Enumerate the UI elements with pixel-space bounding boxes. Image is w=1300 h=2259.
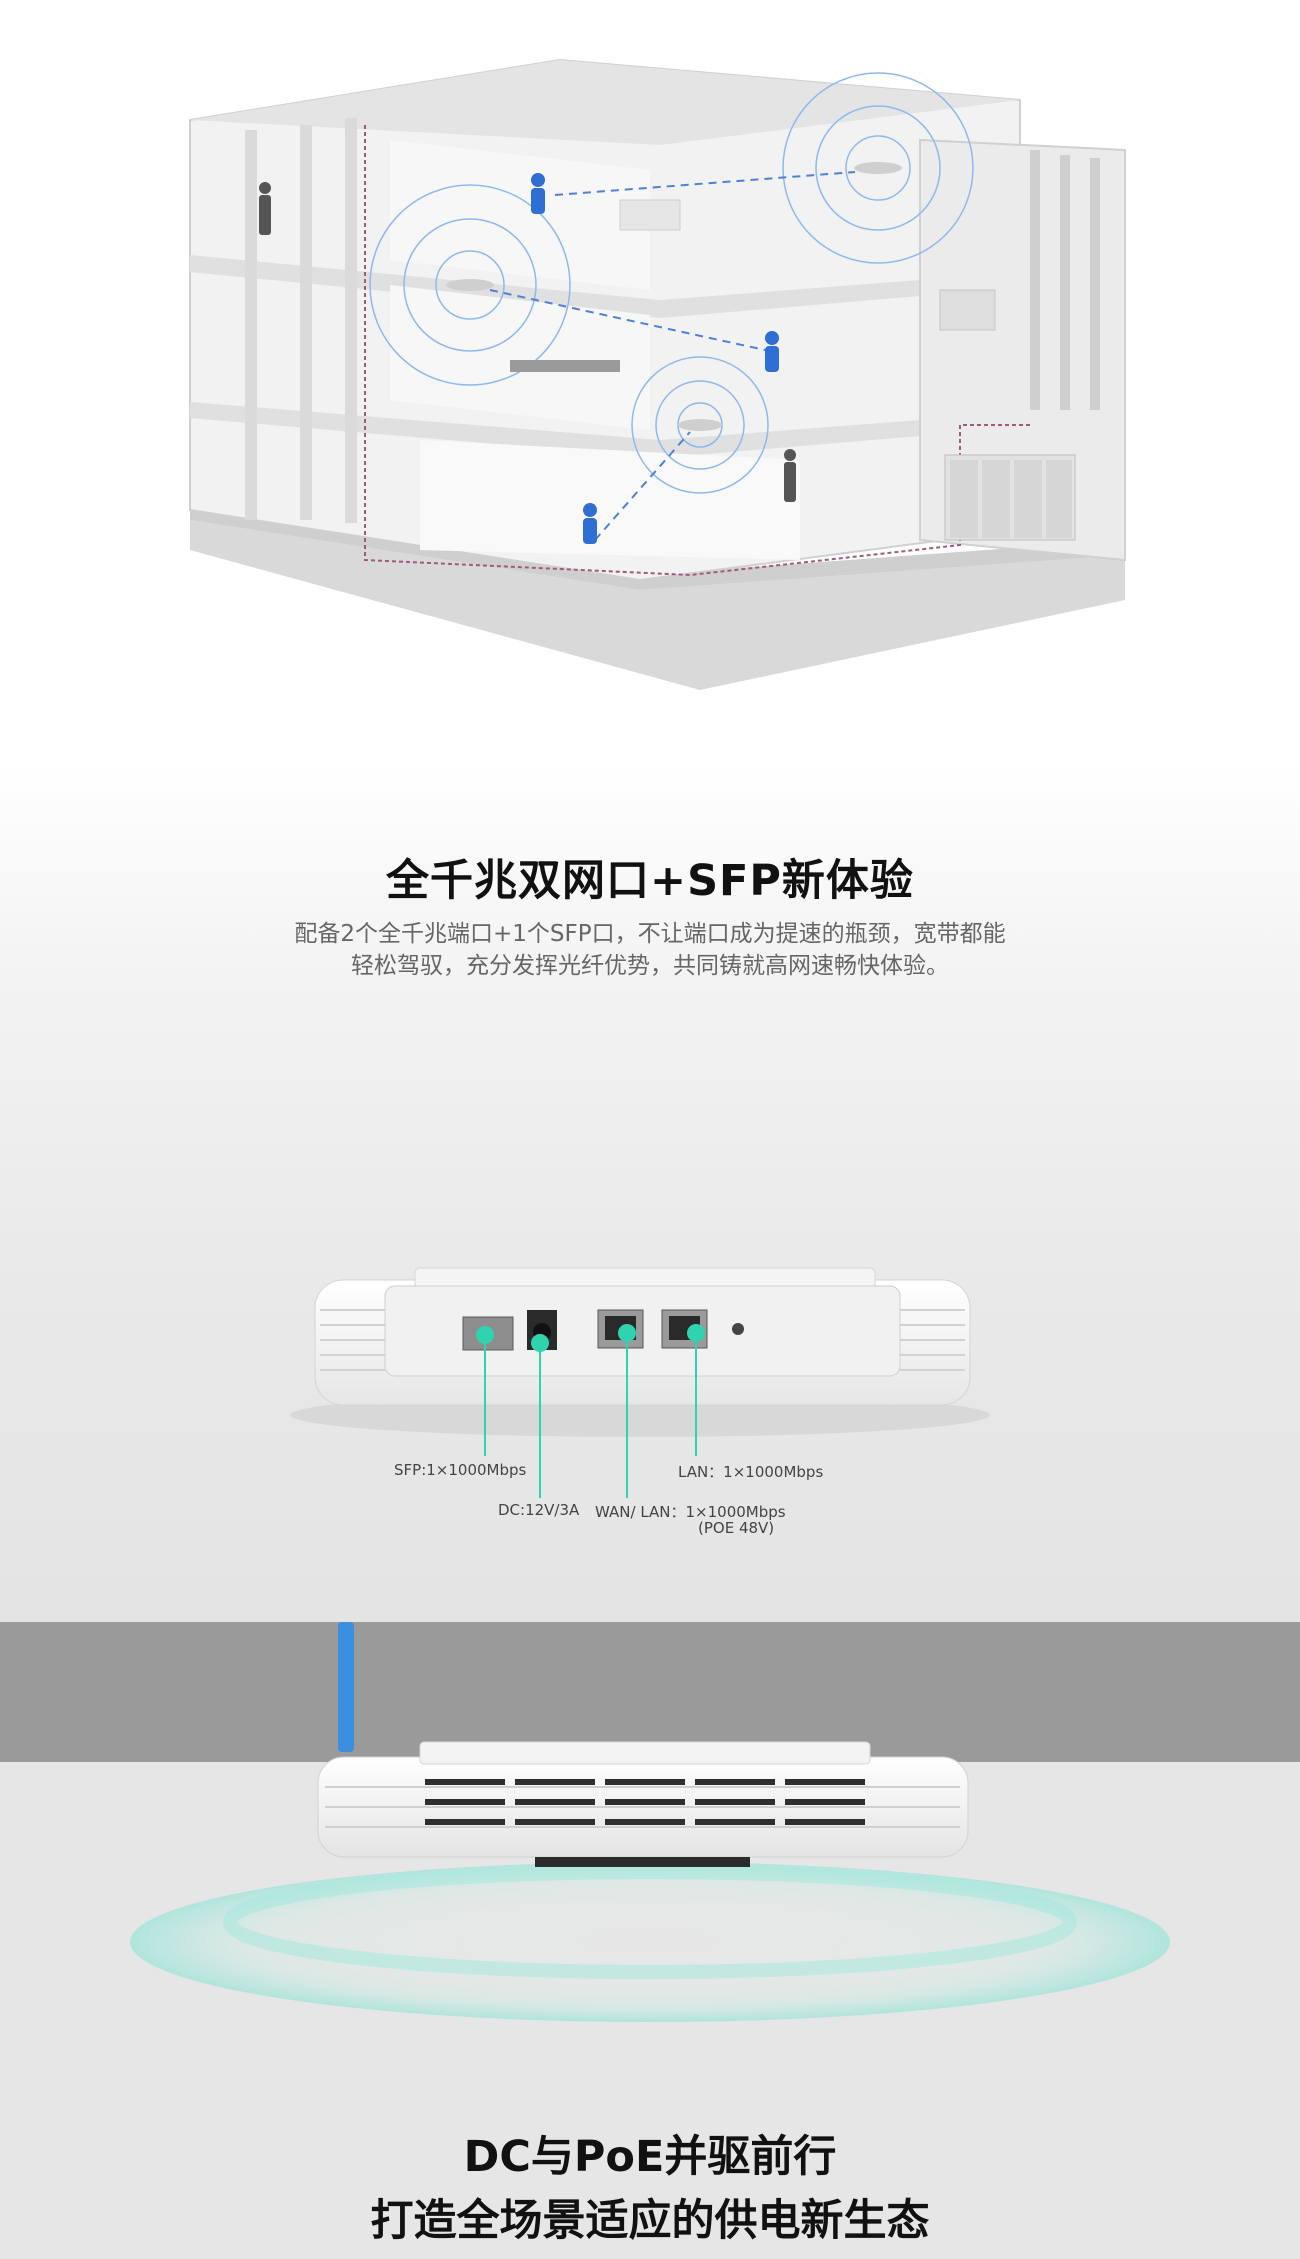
building-drawing (189, 58, 1126, 690)
ports-desc-line2: 轻松驾驭，充分发挥光纤优势，共同铸就高网速畅快体验。 (351, 953, 949, 979)
power-title-line1: DC与PoE并驱前行 (463, 2132, 837, 2182)
ports-desc-line1: 配备2个全千兆端口+1个SFP口，不让端口成为提速的瓶颈，宽带都能 (294, 921, 1006, 947)
label-lan: LAN：1×1000Mbps (678, 1463, 824, 1481)
ceiling-band (0, 1622, 1300, 1762)
power-title-line2: 打造全场景适应的供电新生态 (370, 2196, 930, 2246)
building-illustration (0, 0, 1300, 760)
ports-section: 全千兆双网口+SFP新体验 配备2个全千兆端口+1个SFP口，不让端口成为提速的… (0, 760, 1300, 1622)
ports-title: 全千兆双网口+SFP新体验 (386, 856, 914, 906)
device-ports-drawing (290, 1267, 990, 1498)
device-ceiling-drawing (130, 1622, 1170, 2022)
label-wan: WAN/ LAN：1×1000Mbps (595, 1503, 786, 1521)
label-dc: DC:12V/3A (498, 1501, 580, 1519)
label-sfp: SFP:1×1000Mbps (394, 1461, 527, 1479)
label-wan-poe: (POE 48V) (698, 1519, 775, 1537)
power-section: DC与PoE并驱前行 打造全场景适应的供电新生态 (0, 1622, 1300, 2259)
